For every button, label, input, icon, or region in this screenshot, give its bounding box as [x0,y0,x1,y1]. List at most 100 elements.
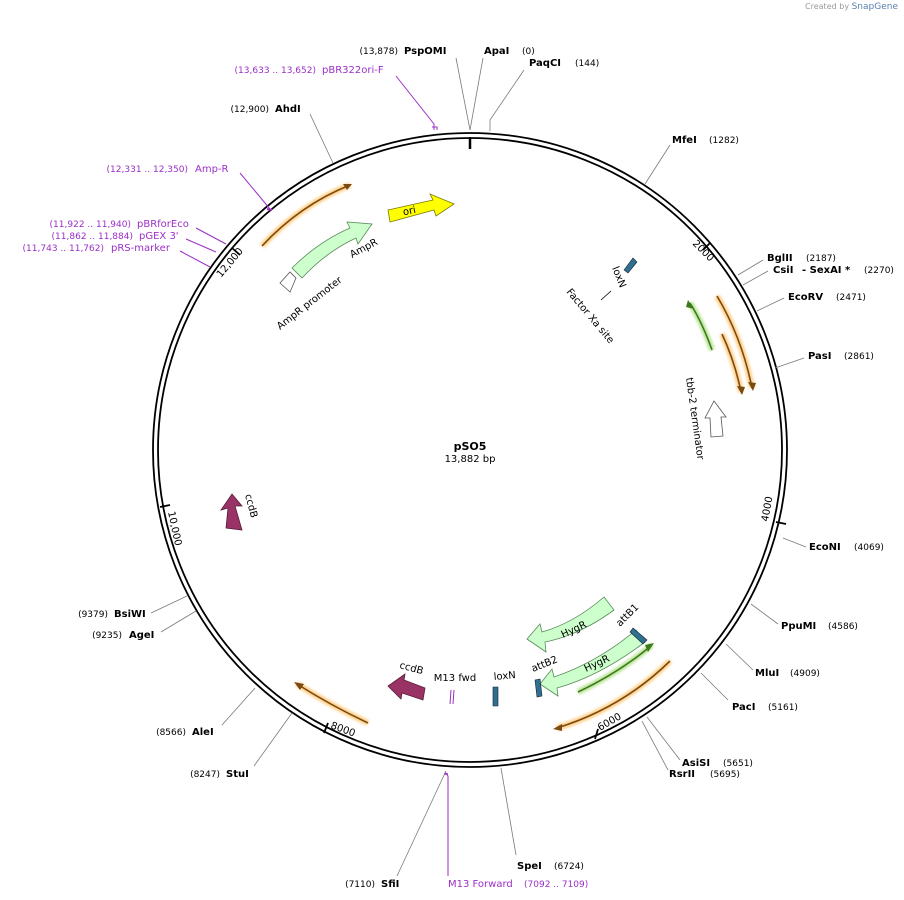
enzyme-spei-name: SpeI [517,861,542,872]
enzyme-sfii-pos: (7110) [345,880,375,890]
enzyme-mfei[interactable]: MfeI (1282) [644,135,739,185]
enzyme-ppumi[interactable]: PpuMI (4586) [750,603,858,632]
primer-m13-forward[interactable]: M13 Forward (7092 .. 7109) [444,771,588,890]
right-orange-orf-1-line [716,295,753,389]
enzyme-stui-pos: (8247) [190,770,220,780]
enzyme-alei-pos: (8566) [156,728,186,738]
primer-pbrforeco-name: pBRforEco [137,219,189,230]
enzyme-mfei-pos: (1282) [709,136,739,146]
enzyme-paqci-name: PaqCI [529,58,561,69]
primer-pbr322ori-f-range: (13,633 .. 13,652) [235,66,316,76]
enzyme-ppumi-name: PpuMI [781,621,816,632]
primer-pgex-3[interactable]: (11,862 .. 11,884) pGEX 3' [52,231,217,253]
enzyme-bglii[interactable]: BglII (2187) [737,253,836,276]
enzyme-apai-name: ApaI [484,46,509,57]
enzyme-alei[interactable]: (8566) AleI [156,687,256,738]
lower-orange-orf-line [556,660,671,729]
right-orange-orf-1-arrowhead [748,382,756,391]
primer-m13-forward-name: M13 Forward [448,879,513,890]
enzyme-pasi-name: PasI [808,351,831,362]
primer-prs-marker-name: pRS-marker [111,243,171,254]
feature-ampr-promoter[interactable]: AmpR promoter [275,271,345,332]
enzyme-bsiwi-name: BsiWI [114,609,146,620]
enzyme-pasi[interactable]: PasI (2861) [774,351,874,369]
primer-prs-marker[interactable]: (11,743 .. 11,762) pRS-marker [23,243,211,268]
attb2-label: attB2 [530,654,559,674]
right-green-orf-arrowhead [686,300,694,309]
enzyme-agei-name: AgeI [129,630,154,641]
ampr-orf-line [261,184,351,247]
enzyme-asisi-pos: (5651) [723,759,753,769]
tbb2-label: tbb-2 terminator [683,377,706,462]
enzyme-apai[interactable]: ApaI (0) [469,46,535,131]
enzyme-ecorv[interactable]: EcoRV (2471) [756,292,866,312]
enzyme-agei[interactable]: (9235) AgeI [92,610,197,641]
enzyme-ecorv-pos: (2471) [836,293,866,303]
bottom-orange-orf-arrowhead [294,682,304,690]
tick-2000: 2000 [690,238,716,264]
lower-green-orf-line [577,644,653,693]
feature-ccdb-2[interactable]: ccdB [387,660,426,701]
enzyme-alei-name: AleI [192,727,214,738]
primer-m13-forward-range: (7092 .. 7109) [524,880,588,890]
tick-8000: 8000 [323,720,357,740]
enzyme-spei[interactable]: SpeI (6724) [500,767,584,872]
feature-loxn-2[interactable]: loxN [492,670,516,707]
enzyme-paci[interactable]: PacI (5161) [700,672,798,713]
lower-green-orf-arrowhead [645,643,654,652]
ccdb-2-label: ccdB [398,660,424,677]
enzyme-sexai-pos: (2270) [864,266,894,276]
enzyme-mfei-name: MfeI [672,135,697,146]
feature-tbb2-terminator[interactable]: tbb-2 terminator [683,377,727,462]
factor-xa-label: Factor Xa site [564,287,616,346]
primer-pbr322ori-f-name: pBR322ori-F [322,65,384,76]
enzyme-csii-sexai[interactable]: CsiI - SexAI * (2270) [742,265,894,286]
enzyme-paqci[interactable]: PaqCI (144) [489,58,599,131]
primer-amp-r-name: Amp-R [195,164,229,175]
credit-prefix: Created by [805,2,850,11]
enzyme-econi-name: EcoNI [809,542,841,553]
enzyme-ecorv-name: EcoRV [788,292,823,303]
enzyme-psp-omi[interactable]: (13,878) PspOMI [359,46,471,131]
enzyme-sfii-name: SfiI [381,879,399,890]
enzyme-agei-pos: (9235) [92,631,122,641]
primer-pgex-3-name: pGEX 3' [139,231,179,242]
enzyme-ppumi-pos: (4586) [828,622,858,632]
ccdb-1-label: ccdB [242,493,259,519]
feature-hygr-1[interactable]: HygR [526,596,615,653]
plasmid-backbone [152,132,788,768]
enzyme-pspomi-pos: (13,878) [359,47,398,57]
enzyme-paqci-pos: (144) [575,59,599,69]
attb1-label: attB1 [614,602,641,629]
enzyme-mlui[interactable]: MluI (4909) [725,643,820,679]
right-orange-orf-2-arrowhead [737,386,745,395]
feature-m13-fwd[interactable]: M13 fwd [434,673,476,705]
enzyme-csii-name: CsiI [773,265,793,276]
enzyme-rsrii[interactable]: RsrII (5695) [641,720,740,780]
feature-loxn-1[interactable]: loxN [609,257,638,290]
feature-ccdb-1[interactable]: ccdB [220,493,259,531]
bottom-orange-orf-line [296,683,369,724]
feature-ori[interactable]: ori [387,193,455,223]
enzyme-ahdi[interactable]: (12,900) AhdI [230,104,334,164]
enzyme-sfii[interactable]: (7110) SfiI [345,770,447,890]
loxn-2-label: loxN [493,670,516,683]
enzyme-spei-pos: (6724) [554,862,584,872]
feature-ampr[interactable]: AmpR [291,221,380,279]
feature-factor-xa[interactable]: Factor Xa site [564,287,616,346]
enzyme-stui[interactable]: (8247) StuI [190,712,293,780]
primer-amp-r[interactable]: (12,331 .. 12,350) Amp-R [107,164,273,211]
enzyme-asisi[interactable]: AsiSI (5651) [646,716,753,769]
enzyme-econi-pos: (4069) [854,543,884,553]
tick-4000: 4000 [760,496,787,525]
plasmid-size: 13,882 bp [445,454,496,465]
primer-pbrforeco-range: (11,922 .. 11,940) [50,220,131,230]
enzyme-bsiwi[interactable]: (9379) BsiWI [78,595,188,620]
primer-pbrforeco[interactable]: (11,922 .. 11,940) pBRforEco [50,219,227,245]
enzyme-bglii-pos: (2187) [806,254,836,264]
m13-fwd-label: M13 fwd [434,673,476,684]
primer-prs-marker-range: (11,743 .. 11,762) [23,244,104,254]
enzyme-sexai-name: - SexAI * [802,265,851,276]
enzyme-econi[interactable]: EcoNI (4069) [782,537,884,553]
primer-pbr322ori-f[interactable]: (13,633 .. 13,652) pBR322ori-F [235,65,438,130]
